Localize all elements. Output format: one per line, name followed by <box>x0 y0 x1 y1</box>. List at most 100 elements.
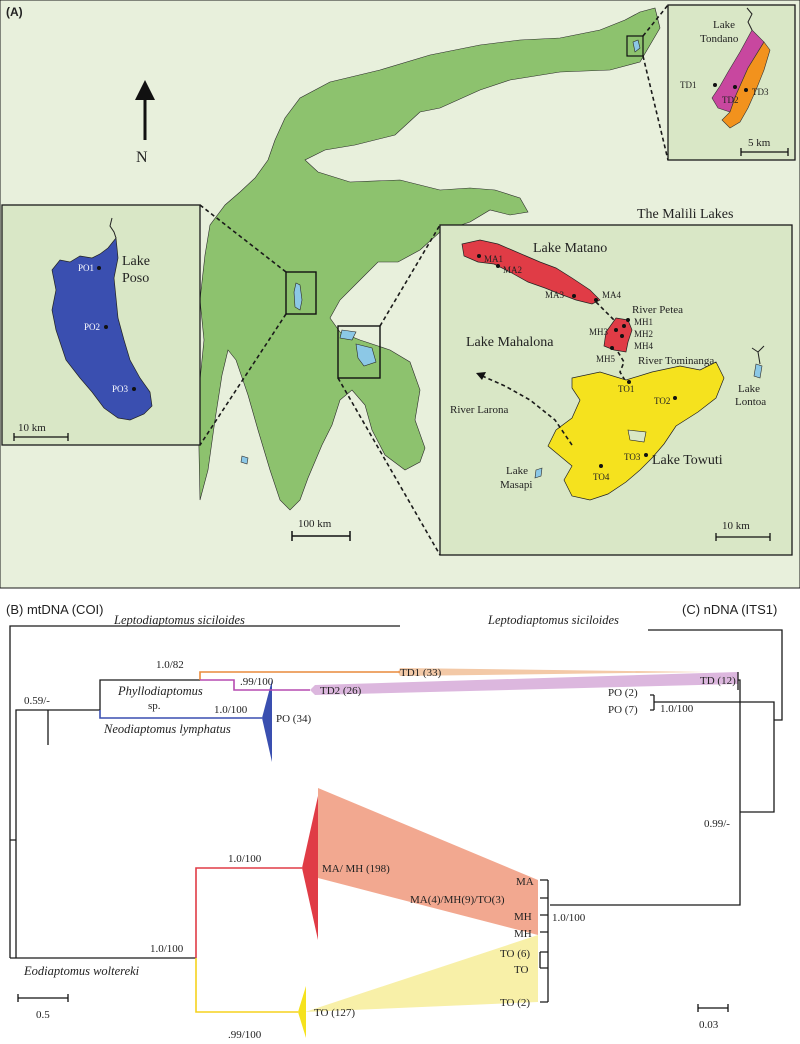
malili-towuti-label: Lake Towuti <box>652 453 723 468</box>
north-label: N <box>136 149 148 166</box>
river-larona-label: River Larona <box>450 404 508 416</box>
river-tominanga-path <box>617 351 627 383</box>
site-td1: TD1 <box>680 80 697 90</box>
main-scale-bar: 100 km <box>291 518 351 541</box>
inset-poso: Lake Poso PO1 PO2 PO3 10 km <box>1 204 201 446</box>
ndna-support-eodiaptomus: 1.0/100 <box>552 912 586 924</box>
ndna-tip-po2: PO (2) <box>608 687 638 699</box>
panel-a-label: (A) <box>6 5 23 19</box>
river-tominanga-label: River Tominanga <box>638 355 714 367</box>
clade-td2-triangle <box>310 672 738 695</box>
clade-mama-triangle <box>318 788 538 935</box>
ndna-support-po: 1.0/100 <box>660 703 694 715</box>
clade-to-fan <box>305 935 538 1012</box>
mtdna-backbone <box>9 625 196 959</box>
panel-b-title: (B) mtDNA (COI) <box>6 602 104 617</box>
main-lake-small <box>240 455 249 465</box>
support-to: .99/100 <box>228 1029 262 1041</box>
site-td3: TD3 <box>752 87 769 97</box>
support-ma-mh: 1.0/100 <box>228 853 262 865</box>
malili-scale-label: 10 km <box>722 520 750 532</box>
panel-c-title: (C) nDNA (ITS1) <box>682 602 777 617</box>
clade-po-label: PO (34) <box>276 713 311 725</box>
inset-tondano: Lake Tondano TD1 TD2 TD3 5 km <box>667 4 796 161</box>
river-larona-path <box>479 374 573 446</box>
site-ma3: MA3 <box>545 290 565 300</box>
panel-b-mtdna-tree: (B) mtDNA (COI) Leptodiaptomus siciloide… <box>6 602 738 1041</box>
eodiaptomus-label: Eodiaptomus woltereki <box>23 964 140 978</box>
ndna-tip-td: TD (12) <box>700 675 736 687</box>
ndna-backbone <box>539 629 783 1003</box>
phyllodiaptomus-line2: sp. <box>148 700 161 712</box>
tondano-name-line2: Tondano <box>700 33 739 45</box>
sulawesi-island <box>197 7 661 511</box>
ndna-tip-mh-1: MH <box>514 911 532 923</box>
clade-td2-label: TD2 (26) <box>320 685 362 697</box>
poso-name-line2: Poso <box>122 271 149 286</box>
ndna-tip-mix: MA(4)/MH(9)/TO(3) <box>410 894 505 906</box>
site-ma2: MA2 <box>503 265 522 275</box>
river-petea-label: River Petea <box>632 304 683 316</box>
site-td2: TD2 <box>722 95 739 105</box>
mtdna-scale-label: 0.5 <box>36 1009 50 1021</box>
ndna-scale-label: 0.03 <box>699 1019 719 1031</box>
masapi-line2: Masapi <box>500 479 532 491</box>
site-to4: TO4 <box>593 472 610 482</box>
site-mh2: MH2 <box>634 329 653 339</box>
ndna-tip-to2: TO (2) <box>500 997 530 1009</box>
malili-title: The Malili Lakes <box>637 207 733 222</box>
site-ma1: MA1 <box>484 254 503 264</box>
connector-malili-top <box>379 224 441 327</box>
poso-scale-label: 10 km <box>18 422 46 434</box>
ndna-support-root: 0.99/- <box>704 818 730 830</box>
site-po2: PO2 <box>84 322 100 332</box>
lontoa-line2: Lontoa <box>735 396 766 408</box>
lake-poso-shape <box>51 237 153 421</box>
tondano-name-line1: Lake <box>713 19 735 31</box>
support-po: 1.0/100 <box>214 704 248 716</box>
site-mh5: MH5 <box>596 354 616 364</box>
panel-c-ndna-tree: (C) nDNA (ITS1) Leptodiaptomus siciloide… <box>410 602 783 1031</box>
poso-name-line1: Lake <box>122 254 150 269</box>
clade-to-label: TO (127) <box>314 1007 355 1019</box>
lake-lontoa-shape <box>753 363 763 379</box>
tondano-scale-label: 5 km <box>748 137 771 149</box>
north-arrow: N <box>135 80 155 166</box>
ndna-tip-mh-2: MH <box>514 928 532 940</box>
site-to3: TO3 <box>624 452 641 462</box>
clade-to-triangle <box>298 986 306 1038</box>
masapi-line1: Lake <box>506 465 528 477</box>
malili-matano-label: Lake Matano <box>533 241 607 256</box>
panel-a-map: (A) N 100 km <box>0 0 800 589</box>
main-scale-label: 100 km <box>298 518 332 530</box>
clade-ma-mh-label: MA/ MH (198) <box>322 863 390 875</box>
site-mh1: MH1 <box>634 317 653 327</box>
ndna-tip-to: TO <box>514 964 529 976</box>
lontoa-line1: Lake <box>738 383 760 395</box>
ndna-tip-to6: TO (6) <box>500 948 530 960</box>
support-td-clade: 1.0/82 <box>156 659 184 671</box>
main-lake-tondano <box>632 39 641 53</box>
inset-malili: The Malili Lakes Lake Matano MA1 MA2 MA3… <box>439 207 793 556</box>
ndna-outgroup-label: Leptodiaptomus siciloides <box>487 613 619 627</box>
ndna-tip-po7: PO (7) <box>608 704 638 716</box>
main-lake-matano <box>339 329 357 341</box>
tondano-east-basin <box>721 41 771 129</box>
locator-box-tondano <box>626 35 644 57</box>
clade-td1-label: TD1 (33) <box>400 667 442 679</box>
phyllodiaptomus-line1: Phyllodiaptomus <box>117 684 203 698</box>
locator-box-poso <box>285 271 317 315</box>
clade-ma-mh-triangle <box>302 796 318 940</box>
neodiaptomus-label: Neodiaptomus lymphatus <box>103 722 231 736</box>
site-to1: TO1 <box>618 384 634 394</box>
site-mh4: MH4 <box>634 341 654 351</box>
clade-td1-triangle <box>398 668 708 676</box>
connector-poso-bottom <box>199 313 287 446</box>
clade-po-triangle <box>262 680 272 762</box>
site-mh3: MH3 <box>589 327 609 337</box>
site-po1: PO1 <box>78 263 94 273</box>
site-ma4: MA4 <box>602 290 622 300</box>
main-lake-poso <box>293 282 303 311</box>
ndna-tip-ma: MA <box>516 876 534 888</box>
